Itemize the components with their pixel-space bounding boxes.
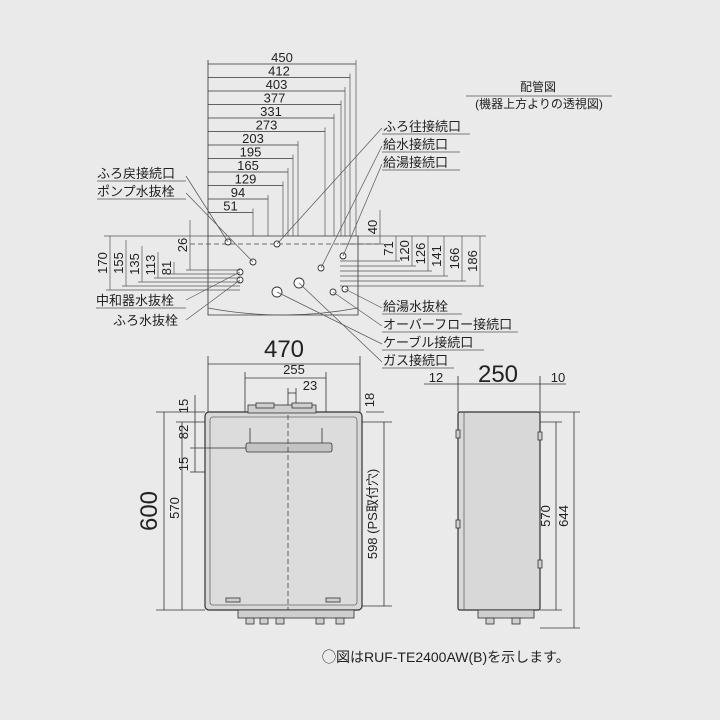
label-pump-drain: ポンプ水抜栓 [97, 184, 175, 199]
right-vdim-186: 186 [465, 250, 480, 272]
leader-hot-water [342, 163, 383, 257]
top-dim-94: 94 [231, 185, 245, 200]
label-overflow: オーバーフロー接続口 [383, 317, 512, 332]
top-dim-51: 51 [223, 199, 237, 214]
dim-82: 82 [176, 425, 191, 439]
leader-bath-return [185, 175, 229, 243]
front-view: 470 255 23 18 [136, 336, 392, 625]
leader-pump-drain [185, 192, 254, 263]
left-vdim-170: 170 [95, 252, 110, 274]
bf-4 [315, 617, 325, 625]
right-vdim-126: 126 [413, 243, 428, 265]
dim-250: 250 [478, 361, 518, 388]
left-vdim-81: 81 [159, 261, 174, 275]
left-vdim-135: 135 [127, 253, 142, 275]
fitting-b [291, 402, 313, 409]
label-bath-supply: ふろ往接続口 [383, 119, 461, 134]
unit-top-curve [207, 307, 359, 316]
leader-cable [276, 291, 383, 345]
bf-3 [275, 617, 285, 625]
right-vdim-40: 40 [365, 220, 380, 234]
fitting-a [255, 402, 275, 409]
label-hw-drain: 給湯水抜栓 [383, 299, 448, 314]
dim-470: 470 [264, 336, 304, 363]
right-vdim-166: 166 [447, 248, 462, 270]
label-cable: ケーブル接続口 [383, 335, 473, 350]
label-water-supply: 給水接続口 [383, 137, 448, 152]
sf-2 [511, 617, 521, 625]
side-bracket-2 [455, 519, 461, 529]
leader-bath-drain [185, 279, 241, 321]
leader-gas [298, 282, 383, 363]
dim-23: 23 [303, 378, 317, 393]
dim-15b: 15 [176, 457, 191, 471]
leader-overflow [332, 291, 383, 327]
bottom-fittings [237, 609, 355, 619]
label-bath-return: ふろ戻接続口 [97, 166, 175, 181]
label-neutralizer: 中和器水抜栓 [96, 293, 174, 308]
top-fittings [247, 404, 317, 414]
side-view: 250 12 10 570 644 [424, 361, 580, 629]
top-dim-450: 450 [271, 50, 293, 65]
side-bracket-3 [537, 431, 543, 441]
top-dim-195: 195 [240, 145, 262, 160]
dim-255: 255 [283, 362, 305, 377]
leader-hw-drain [344, 288, 383, 309]
left-vdim-155: 155 [111, 252, 126, 274]
dim-18: 18 [362, 393, 377, 407]
top-dim-412: 412 [268, 64, 290, 79]
unit-top-outline [207, 235, 359, 316]
front-panel [209, 416, 358, 606]
dim-15a: 15 [176, 399, 191, 413]
top-dim-273: 273 [256, 118, 278, 133]
side-body [457, 411, 541, 611]
dim-12: 12 [429, 370, 443, 385]
dim-570-front: 570 [167, 497, 182, 519]
left-vdim-113: 113 [143, 255, 158, 276]
bf-1 [245, 617, 255, 625]
top-dim-403: 403 [266, 77, 288, 92]
top-dim-377: 377 [264, 91, 286, 106]
bf-5 [335, 617, 345, 625]
label-gas: ガス接続口 [383, 353, 448, 368]
right-vdim-120: 120 [397, 240, 412, 262]
footnote: ◯図はRUF-TE2400AW(B)を示します。 [322, 649, 570, 665]
side-bracket-1 [455, 429, 461, 439]
dim-10: 10 [551, 370, 565, 385]
dim-600: 600 [136, 491, 163, 531]
label-hot-water: 給湯接続口 [383, 155, 448, 170]
top-dim-203: 203 [242, 131, 264, 146]
top-dim-331: 331 [260, 104, 282, 119]
dim-598: 598 (PS取付穴) [365, 469, 380, 559]
piping-title: 配管図 [520, 79, 556, 94]
front-handle [245, 442, 333, 453]
piping-subtitle: (機器上方よりの透視図) [475, 96, 603, 111]
label-bath-drain: ふろ水抜栓 [113, 313, 178, 328]
dim-570-side: 570 [538, 505, 553, 527]
left-vdim-26: 26 [175, 238, 190, 252]
bottom-vent-l [225, 597, 241, 603]
side-fittings [477, 609, 535, 619]
side-bracket-4 [537, 559, 543, 569]
right-vdim-71: 71 [381, 241, 396, 255]
top-dim-129: 129 [235, 172, 257, 187]
right-vdim-141: 141 [429, 245, 444, 267]
dim-644: 644 [556, 505, 571, 527]
leader-water-supply [320, 145, 383, 269]
top-dim-165: 165 [237, 158, 259, 173]
leader-bath-supply [276, 127, 383, 245]
bottom-vent-r [325, 597, 341, 603]
sf-1 [485, 617, 495, 625]
bf-2 [259, 617, 269, 625]
